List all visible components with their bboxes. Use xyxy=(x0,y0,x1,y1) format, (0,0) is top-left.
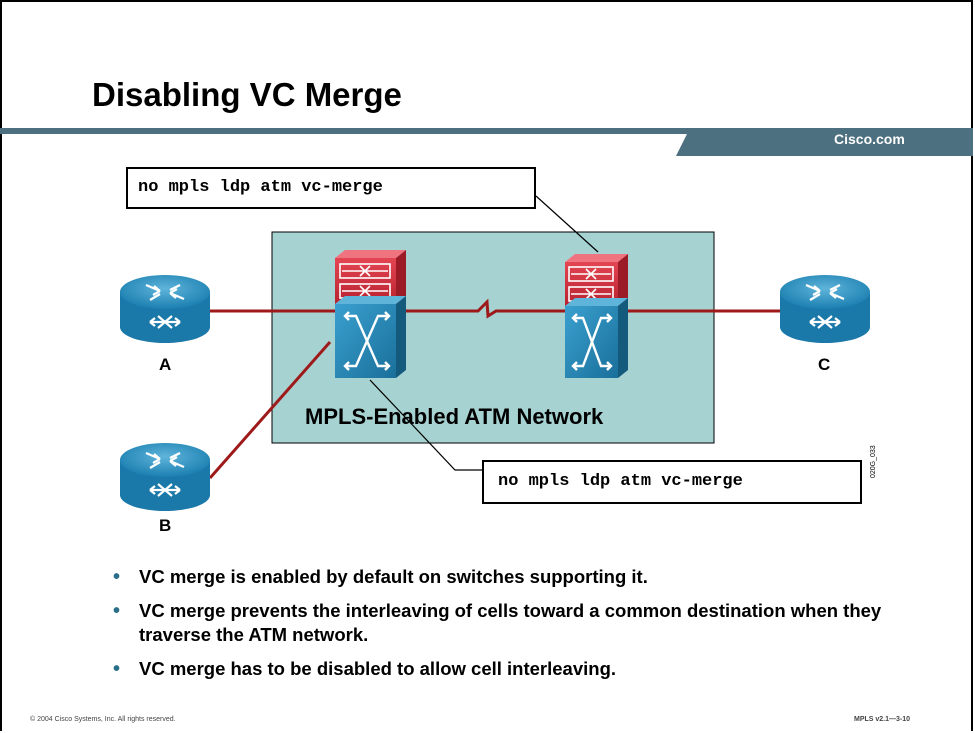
router-a-label: A xyxy=(159,355,172,374)
command-callout-bottom: no mpls ldp atm vc-merge xyxy=(482,460,862,504)
course-footer: MPLS v2.1—3-10 xyxy=(854,716,911,723)
slide-title: Disabling VC Merge xyxy=(92,76,402,113)
command-callout-top: no mpls ldp atm vc-merge xyxy=(126,167,536,209)
router-c-icon xyxy=(780,275,870,343)
router-a-icon xyxy=(120,275,210,343)
atm-lsr-right-icon xyxy=(565,254,628,378)
router-c-label: C xyxy=(818,355,831,374)
router-b-label: B xyxy=(159,516,172,535)
bullet-item: VC merge prevents the interleaving of ce… xyxy=(113,599,933,647)
figure-code: 020G_033 xyxy=(870,445,877,478)
atm-lsr-left-icon xyxy=(335,250,406,378)
title-bar xyxy=(0,128,973,156)
network-links xyxy=(205,298,790,479)
network-label: MPLS-Enabled ATM Network xyxy=(305,404,604,429)
cisco-brand: Cisco.com xyxy=(834,131,905,147)
bullet-item: VC merge is enabled by default on switch… xyxy=(113,565,933,589)
copyright-footer: © 2004 Cisco Systems, Inc. All rights re… xyxy=(30,716,176,723)
bullet-item: VC merge has to be disabled to allow cel… xyxy=(113,657,933,681)
bullet-list: VC merge is enabled by default on switch… xyxy=(113,565,933,691)
router-b-icon xyxy=(120,443,210,511)
callout-lines xyxy=(369,195,599,471)
